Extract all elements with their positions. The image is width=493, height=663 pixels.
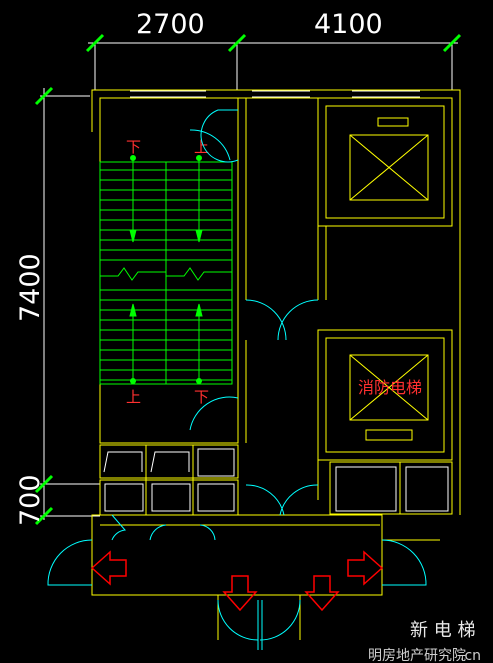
stair-label-up-top: 上 — [194, 138, 209, 156]
stair-label-down-bottom: 下 — [194, 388, 209, 406]
evacuation-arrows — [90, 550, 384, 612]
watermark-domain: .cn — [460, 648, 481, 663]
fire-elevator-label: 消防电梯 — [358, 378, 422, 397]
elevator-car-2 — [349, 354, 429, 441]
dim-top-right: 4100 — [314, 9, 383, 40]
watermark: 新 电 梯 明房地产研究院 .cn — [368, 620, 481, 663]
dim-top-left: 2700 — [136, 9, 205, 40]
watermark-brand: 新 电 梯 — [410, 620, 475, 641]
stair-label-down-top: 下 — [126, 138, 141, 156]
dim-left-small: 700 — [15, 474, 46, 526]
elevator-car-1 — [349, 117, 429, 201]
windows — [130, 90, 420, 98]
doors — [47, 109, 427, 650]
dim-left-total: 7400 — [15, 253, 46, 322]
stair-direction-arrows — [129, 155, 203, 384]
stair-break-lines — [100, 267, 232, 281]
dimension-lines — [40, 42, 458, 520]
dimension-ticks — [34, 33, 462, 526]
watermark-institute: 明房地产研究院 — [368, 648, 466, 663]
stair-label-up-bottom: 上 — [126, 388, 141, 406]
walls — [91, 89, 461, 640]
cabinet-details — [103, 448, 449, 512]
